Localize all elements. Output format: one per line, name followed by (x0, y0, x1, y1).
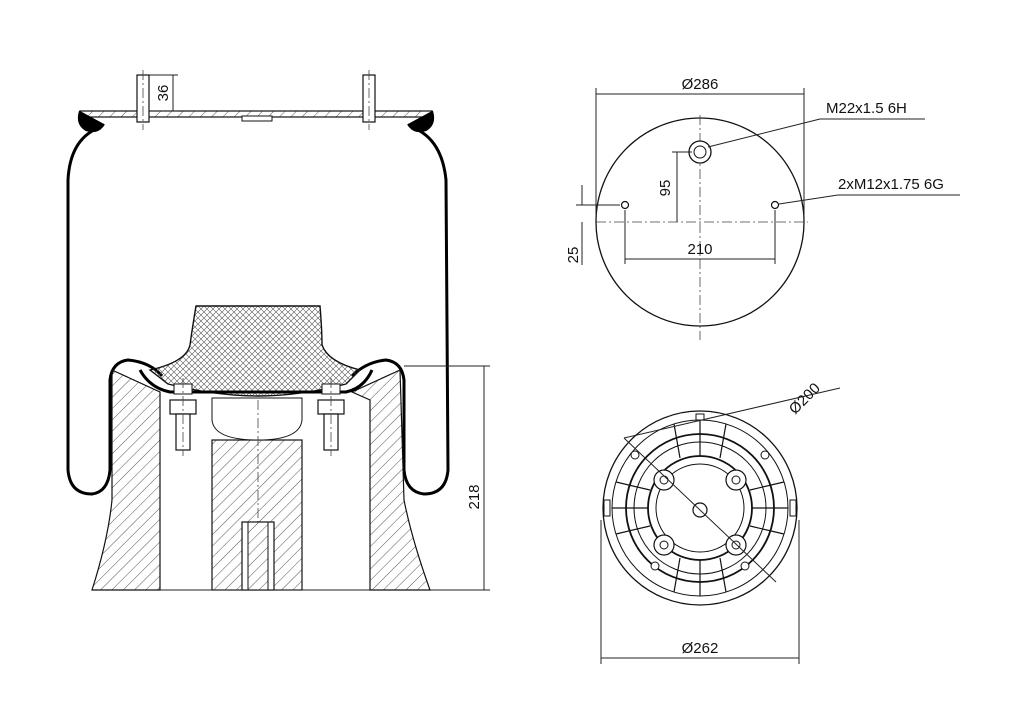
top-view: Ø286 M22x1.5 6H 2xM12x1.75 6G 95 210 25 (565, 76, 960, 340)
right-stud-hole (770, 200, 780, 210)
bellows-left (66, 126, 164, 496)
piston-right-wall (350, 369, 431, 591)
right-crimp (407, 110, 435, 133)
right-bolt (317, 378, 345, 456)
plate-notch (241, 115, 273, 122)
bottom-view: Ø200 Ø262 (600, 380, 841, 664)
bump-stop (148, 305, 362, 397)
total-height-label: 218 (466, 484, 483, 509)
side-view: 36 218 (66, 70, 490, 591)
piston-inner-dome (211, 397, 303, 441)
ribs (612, 420, 788, 596)
left-crimp (77, 110, 105, 133)
top-diameter-label: Ø286 (682, 76, 719, 93)
bead-plate (138, 369, 374, 394)
bottom-diameter-label: Ø262 (682, 640, 719, 657)
center-thread-label: M22x1.5 6H (826, 100, 907, 117)
left-bolt (169, 378, 197, 456)
stud-thread-label: 2xM12x1.75 6G (838, 176, 944, 193)
stud-offset-label: 25 (565, 247, 582, 264)
offset-vertical-label: 95 (657, 180, 674, 197)
stud-spacing-label: 210 (687, 241, 712, 258)
stud-height-label: 36 (155, 85, 172, 102)
bellows-right (350, 126, 450, 496)
bolt-circle-label: Ø200 (786, 380, 824, 418)
left-stud-hole (620, 200, 630, 210)
piston-left-wall (91, 369, 161, 591)
